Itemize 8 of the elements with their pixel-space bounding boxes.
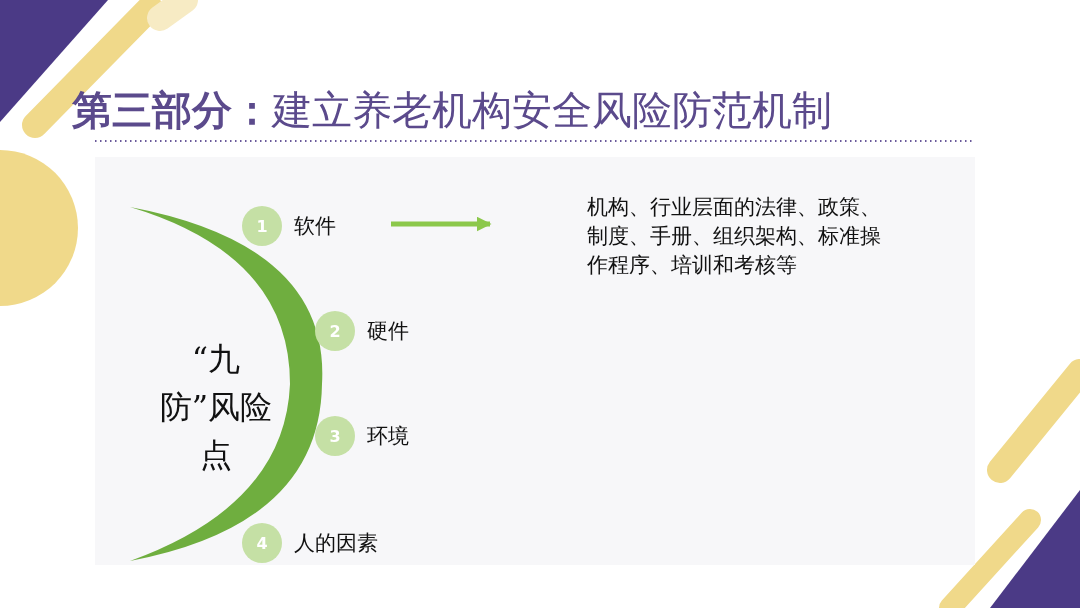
slide-title: 第三部分：建立养老机构安全风险防范机制 [72,85,832,135]
arrow [391,216,492,232]
description-text: 机构、行业层面的法律、政策、制度、手册、组织架构、标准操作程序、培训和考核等 [587,194,882,279]
item-label: 软件 [294,213,336,240]
item-label: 人的因素 [294,530,378,557]
item-label: 硬件 [367,318,409,345]
item-label: 环境 [367,423,409,450]
crescent-label: “九防”风险点 [158,339,274,476]
